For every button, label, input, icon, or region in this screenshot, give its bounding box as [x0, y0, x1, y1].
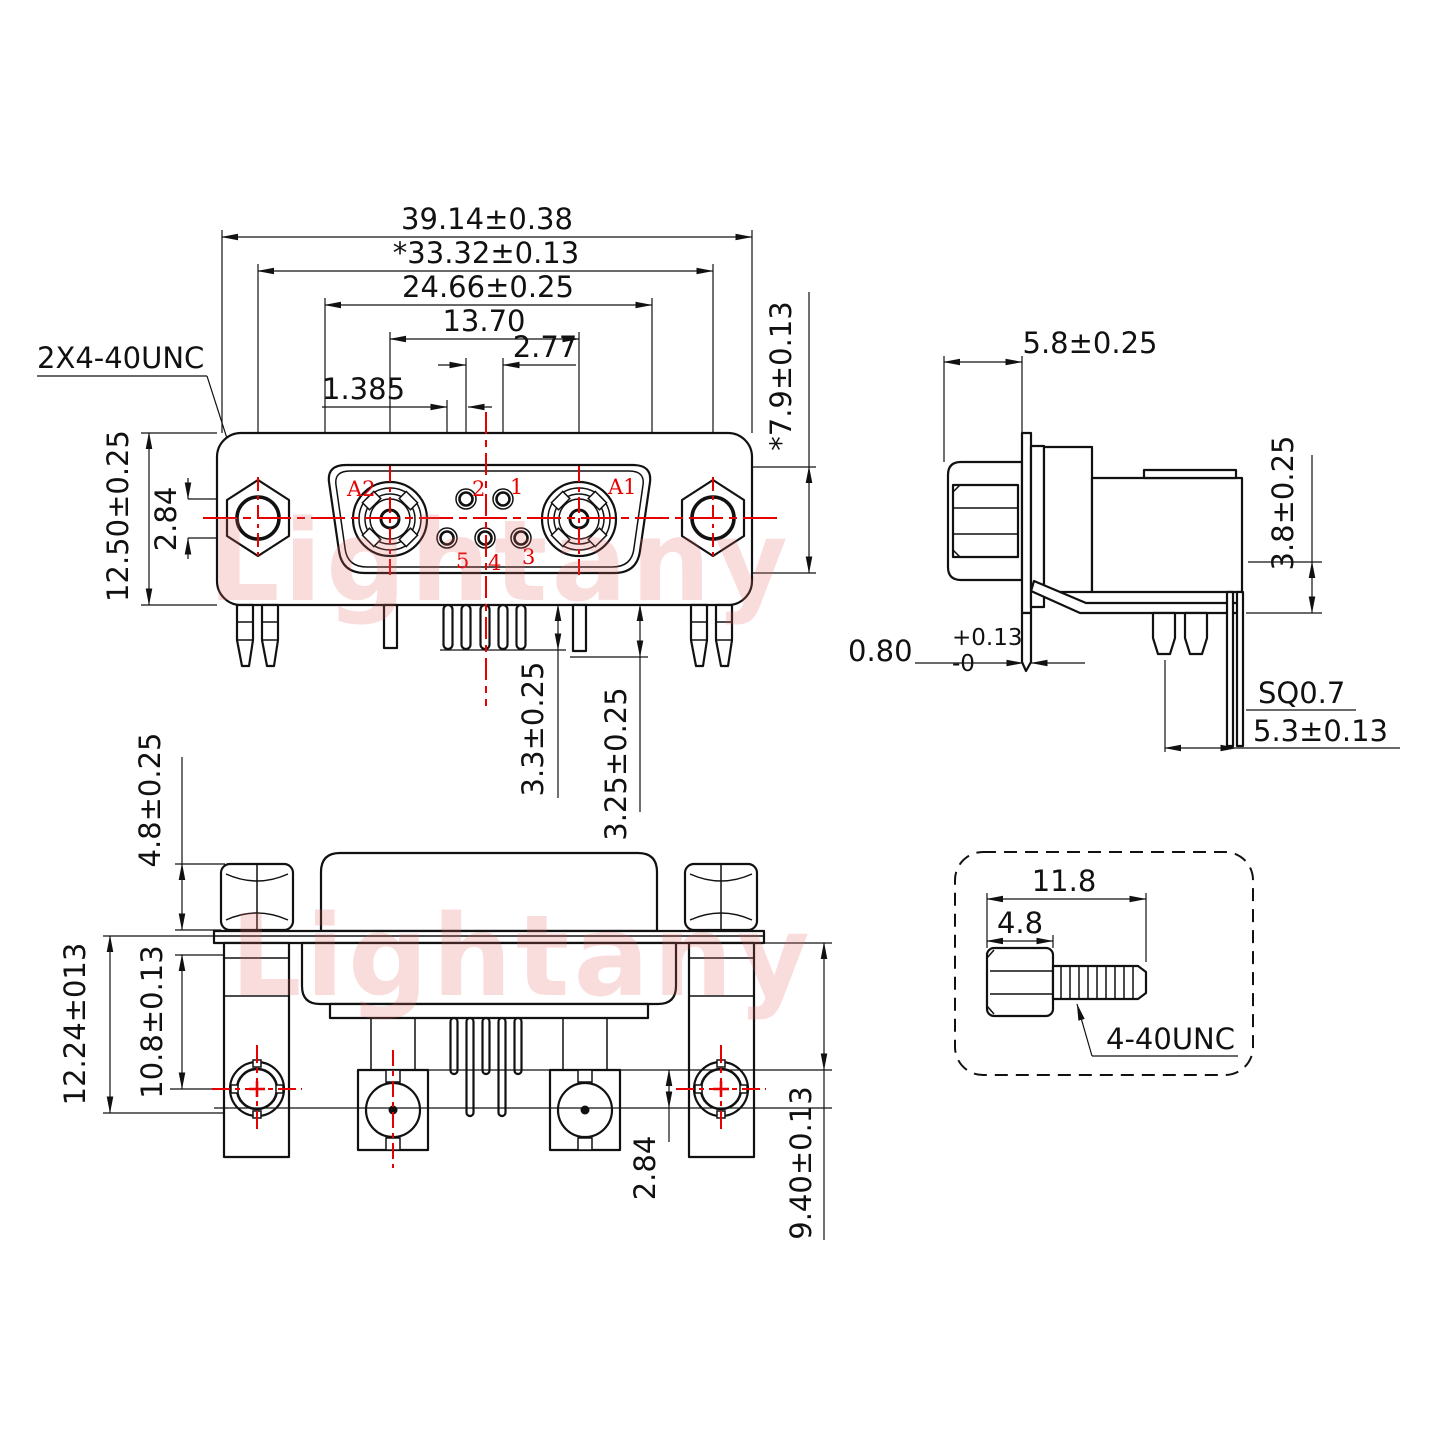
screw-thread-spec: 4-40UNC — [1106, 1022, 1235, 1056]
front-view-dimension-texts: 39.14±0.38 *33.32±0.13 24.66±0.25 13.70 … — [37, 202, 798, 841]
dim-total-width: 39.14±0.38 — [401, 202, 573, 236]
shell-rear-bottomview — [300, 941, 678, 1006]
boardlock-side — [1151, 611, 1209, 656]
screw-thread-shaft — [1051, 964, 1148, 1001]
screw-threads — [1060, 967, 1134, 998]
dim-nut-height: 4.8±0.25 — [133, 733, 167, 868]
watermark-bottom: Lightany — [230, 892, 814, 1022]
label-a1: A1 — [607, 475, 637, 499]
screw-detail-dimension-lines — [986, 893, 1238, 1057]
d-shell-inner — [335, 470, 644, 568]
dim-shell-width: 24.66±0.25 — [402, 270, 574, 304]
bottom-view-centerlines — [212, 1045, 766, 1168]
screw-head — [985, 946, 1055, 1018]
label-pin2: 2 — [472, 477, 485, 501]
dim-screw-head-length: 4.8 — [997, 906, 1043, 940]
bottom-view: 4.8±0.25 12.24±013 10.8±0.13 2.84 9.40±0… — [58, 733, 832, 1240]
front-view-contact-labels: A2 A1 2 1 5 4 3 — [346, 475, 637, 575]
dim-pin-pitch: 2.77 — [513, 330, 578, 364]
rear-shell-side — [1042, 445, 1094, 594]
signal-pins-bottom — [449, 1016, 523, 1118]
watermarks: Lightany Lightany — [208, 497, 814, 1022]
jackscrew-side — [951, 483, 1020, 559]
mounting-plate — [212, 929, 766, 945]
screw-detail-texts: 11.8 4.8 4-40UNC — [997, 864, 1235, 1056]
watermark-top: Lightany — [208, 497, 792, 627]
dim-bracket-height: 3.8±0.25 — [1266, 436, 1300, 571]
dim-front-depth: 5.8±0.25 — [1023, 326, 1158, 360]
flange-leg-side — [1020, 611, 1033, 673]
rear-block-side — [1090, 476, 1244, 594]
jackscrew-head-right — [683, 862, 759, 932]
side-view-dimension-lines — [915, 356, 1400, 752]
label-pin1: 1 — [510, 475, 523, 499]
dim-half-pitch: 1.385 — [322, 372, 405, 406]
side-view-geometry — [946, 431, 1245, 748]
dim-row-offset-bottom: 2.84 — [628, 1136, 662, 1201]
label-a2: A2 — [346, 477, 376, 501]
pin-square-label: SQ0.7 — [1258, 676, 1345, 710]
dim-bracket-height-bottom: 10.8±0.13 — [135, 945, 169, 1098]
rear-block-tab — [1142, 468, 1238, 480]
mounting-flange-side — [1020, 431, 1033, 615]
dim-height: 12.50±0.25 — [101, 430, 135, 602]
detail-border — [954, 851, 1254, 1076]
coax-contact-a1-bottom — [548, 1018, 622, 1152]
shell-top-bottomview — [319, 851, 659, 933]
side-view: 5.8±0.25 0.80 +0.13 -0 3.8±0.25 SQ0.7 5.… — [848, 326, 1400, 752]
dim-coax-depth: 9.40±0.13 — [784, 1086, 818, 1239]
dim-panel-thickness: 0.80 — [848, 634, 913, 668]
screw-geometry — [985, 946, 1148, 1018]
dim-mount-width: *33.32±0.13 — [393, 236, 579, 270]
dim-shell-height: *7.9±0.13 — [764, 301, 798, 451]
bottom-view-dimension-texts: 4.8±0.25 12.24±013 10.8±0.13 2.84 9.40±0… — [58, 733, 818, 1240]
label-pin5: 5 — [456, 549, 469, 573]
screw-detail: 11.8 4.8 4-40UNC — [954, 851, 1254, 1076]
dim-coax-pin-length: 3.25±0.25 — [599, 687, 633, 840]
front-bottom-legs — [235, 603, 734, 668]
side-view-dimension-texts: 5.8±0.25 0.80 +0.13 -0 3.8±0.25 SQ0.7 5.… — [848, 326, 1388, 748]
dim-pin-offset: 5.3±0.13 — [1253, 714, 1388, 748]
dim-pin-length: 3.3±0.25 — [516, 662, 550, 797]
dim-row-offset: 2.84 — [149, 487, 183, 552]
front-view-centerlines — [203, 412, 778, 706]
signal-pins-front — [436, 488, 532, 549]
square-pins-side — [1225, 590, 1245, 748]
dim-screw-total-length: 11.8 — [1032, 864, 1097, 898]
label-pin3: 3 — [522, 545, 535, 569]
jackscrew-head-left — [219, 862, 295, 932]
dim-panel-thickness-minus: -0 — [952, 651, 975, 677]
insulator-bottomview — [328, 1002, 650, 1020]
label-pin4: 4 — [488, 551, 501, 575]
front-view: A2 A1 2 1 5 4 3 39.14±0.38 *33.32±0.13 2… — [37, 202, 816, 841]
dim-panel-thickness-plus: +0.13 — [952, 625, 1022, 651]
thread-note: 2X4-40UNC — [37, 341, 204, 375]
dim-coax-span: 13.70 — [442, 304, 525, 338]
dim-total-height: 12.24±013 — [58, 943, 92, 1106]
bottom-view-dimension-lines — [103, 757, 832, 1240]
bottom-view-reference-lines — [214, 1069, 832, 1142]
